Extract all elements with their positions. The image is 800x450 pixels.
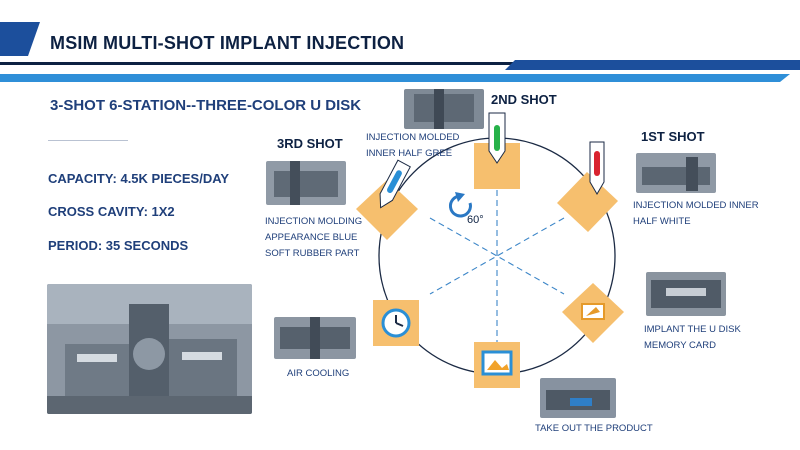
rotation-angle-label: 60° <box>467 214 484 226</box>
blue-nozzle-icon <box>387 170 402 193</box>
third-shot-title: 3RD SHOT <box>277 136 343 151</box>
station-take-out <box>474 342 520 388</box>
third-shot-caption: INJECTION MOLDING APPEARANCE BLUE SOFT R… <box>265 216 363 259</box>
station-third-shot <box>356 159 418 240</box>
header-right-bar <box>505 60 800 70</box>
implant-caption: IMPLANT THE U DISK MEMORY CARD <box>644 324 741 351</box>
air-cooling-caption: AIR COOLING <box>287 368 350 379</box>
first-shot-photo <box>636 153 716 193</box>
spec-period: PERIOD: 35 SECONDS <box>48 238 189 253</box>
page-title: MSIM MULTI-SHOT IMPLANT INJECTION <box>50 33 405 53</box>
spec-cross-cavity: CROSS CAVITY: 1X2 <box>48 204 175 219</box>
second-shot-photo <box>404 89 484 129</box>
second-shot-caption: INJECTION MOLDED INNER HALF GREE <box>366 132 460 159</box>
machine-photo <box>47 284 252 414</box>
station-second-shot <box>474 112 520 189</box>
station-air-cooling <box>373 300 419 346</box>
station-spokes <box>429 170 565 342</box>
third-shot-photo <box>266 161 346 205</box>
first-shot-title: 1ST SHOT <box>641 129 705 144</box>
implant-photo <box>646 272 726 316</box>
header-decoration <box>0 22 800 82</box>
header-rule <box>0 62 800 65</box>
spec-capacity: CAPACITY: 4.5K PIECES/DAY <box>48 171 230 186</box>
second-shot-title: 2ND SHOT <box>491 92 557 107</box>
take-out-photo <box>540 378 616 418</box>
take-out-caption: TAKE OUT THE PRODUCT <box>535 423 653 434</box>
green-nozzle-icon <box>494 125 500 151</box>
air-cooling-photo <box>274 317 356 359</box>
subtitle-divider <box>48 140 128 141</box>
header-lower-bar <box>0 74 790 82</box>
header-accent-block <box>0 22 40 56</box>
red-nozzle-icon <box>594 151 600 176</box>
station-first-shot <box>557 141 618 232</box>
station-implant <box>562 283 624 343</box>
process-subtitle: 3-SHOT 6-STATION--THREE-COLOR U DISK <box>50 97 362 114</box>
first-shot-caption: INJECTION MOLDED INNER HALF WHITE <box>633 200 759 227</box>
rotation-arrow-icon <box>448 194 472 218</box>
